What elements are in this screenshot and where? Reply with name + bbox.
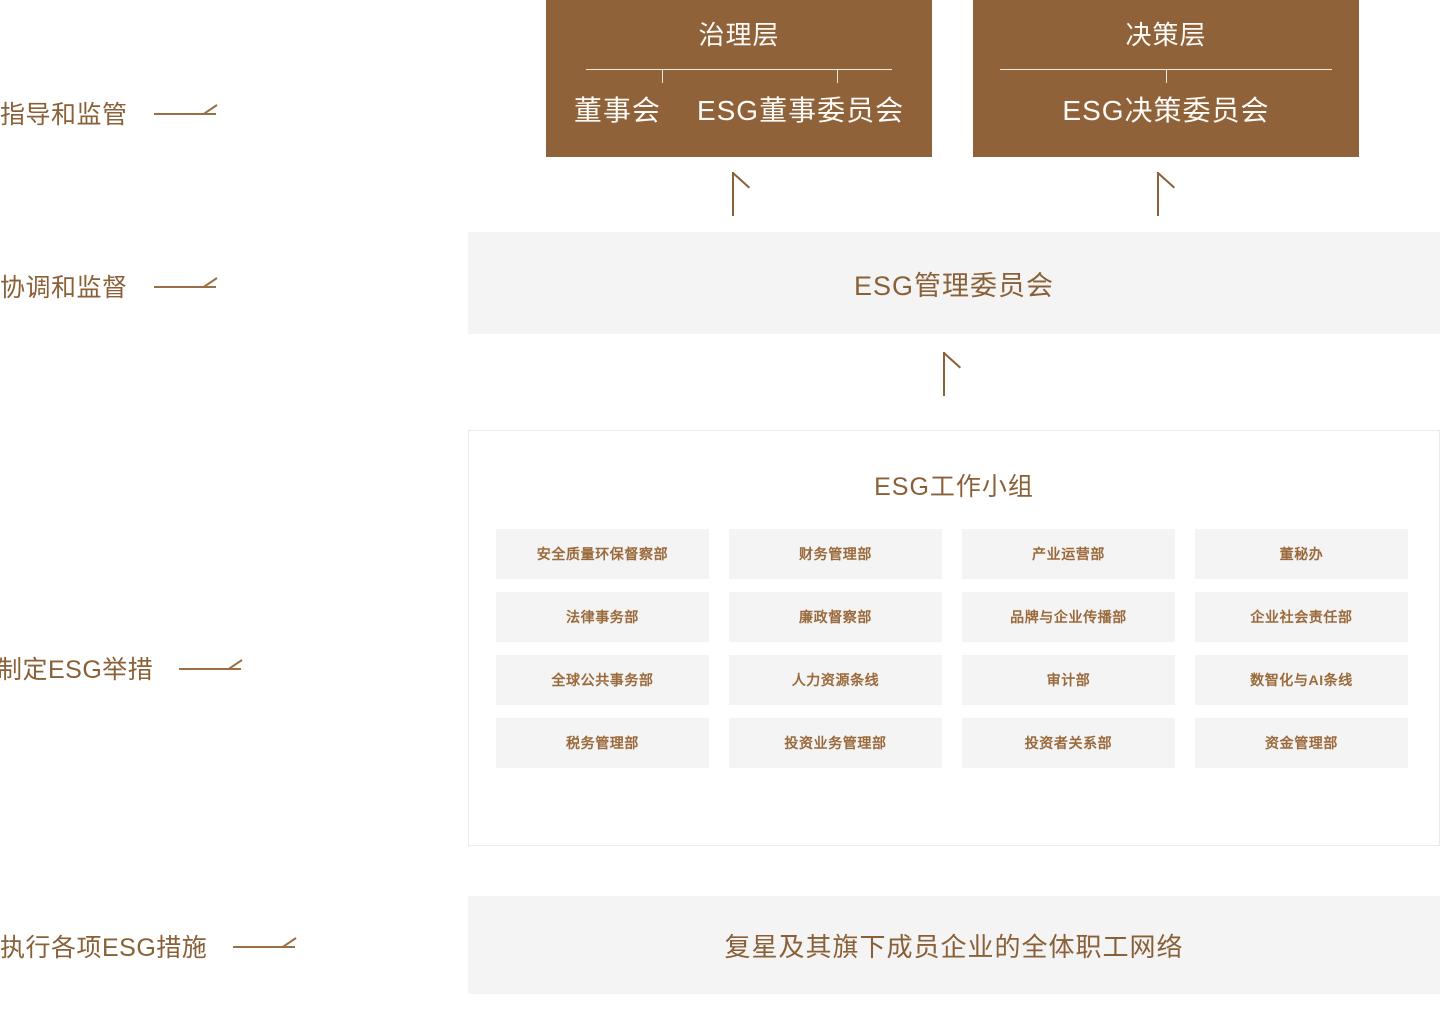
department-cell: 廉政督察部	[729, 592, 942, 642]
department-cell: 企业社会责任部	[1195, 592, 1408, 642]
stage-label-execution: 执行各项ESG措施	[0, 928, 297, 964]
decision-divider	[1000, 69, 1332, 83]
stage-label-guidance: 指导和监管	[0, 95, 218, 131]
stage-label-text: 执行各项ESG措施	[0, 934, 208, 962]
stage-label-text: 指导和监管	[0, 101, 128, 129]
right-arrow-icon	[153, 104, 218, 122]
department-cell: 全球公共事务部	[496, 655, 709, 705]
decision-layer-box: 决策层 ESG决策委员会	[973, 0, 1359, 157]
stage-label-initiatives: 制定ESG举措	[0, 650, 243, 686]
workforce-network-bar: 复星及其旗下成员企业的全体职工网络	[468, 896, 1440, 994]
department-cell: 审计部	[962, 655, 1175, 705]
management-committee-bar: ESG管理委员会	[468, 232, 1440, 334]
workforce-network-label: 复星及其旗下成员企业的全体职工网络	[724, 931, 1184, 962]
right-arrow-icon	[153, 277, 218, 295]
department-cell: 财务管理部	[729, 529, 942, 579]
department-cell: 产业运营部	[962, 529, 1175, 579]
department-cell: 安全质量环保督察部	[496, 529, 709, 579]
up-arrow-icon-to-management	[943, 352, 969, 396]
department-cell: 数智化与AI条线	[1195, 655, 1408, 705]
stage-label-coordination: 协调和监督	[0, 268, 218, 304]
decision-layer-title: 决策层	[1125, 20, 1207, 50]
department-cell: 税务管理部	[496, 718, 709, 768]
governance-layer-title: 治理层	[698, 20, 780, 50]
stage-label-text: 制定ESG举措	[0, 656, 154, 684]
governance-item-list: 董事会 ESG董事委员会	[574, 93, 904, 128]
workgroup-department-grid: 安全质量环保督察部 财务管理部 产业运营部 董秘办 法律事务部 廉政督察部 品牌…	[496, 529, 1439, 768]
workgroup-panel: ESG工作小组 安全质量环保督察部 财务管理部 产业运营部 董秘办 法律事务部 …	[468, 430, 1440, 846]
governance-divider	[586, 69, 892, 83]
decision-item-list: ESG决策委员会	[1062, 93, 1269, 128]
department-cell: 品牌与企业传播部	[962, 592, 1175, 642]
department-cell: 投资者关系部	[962, 718, 1175, 768]
department-cell: 投资业务管理部	[729, 718, 942, 768]
governance-layer-box: 治理层 董事会 ESG董事委员会	[546, 0, 932, 157]
department-cell: 资金管理部	[1195, 718, 1408, 768]
stage-label-text: 协调和监督	[0, 274, 128, 302]
governance-item-board: 董事会	[573, 95, 661, 126]
governance-item-esg-board-committee: ESG董事委员会	[696, 95, 905, 126]
department-cell: 法律事务部	[496, 592, 709, 642]
up-arrow-icon-to-decision	[1157, 172, 1183, 216]
management-committee-label: ESG管理委员会	[853, 270, 1055, 301]
workgroup-title: ESG工作小组	[874, 473, 1034, 501]
up-arrow-icon-to-governance	[732, 172, 758, 216]
right-arrow-icon	[233, 937, 297, 955]
department-cell: 人力资源条线	[729, 655, 942, 705]
right-arrow-icon	[179, 659, 243, 677]
department-cell: 董秘办	[1195, 529, 1408, 579]
decision-item-esg-decision-committee: ESG决策委员会	[1062, 95, 1270, 126]
